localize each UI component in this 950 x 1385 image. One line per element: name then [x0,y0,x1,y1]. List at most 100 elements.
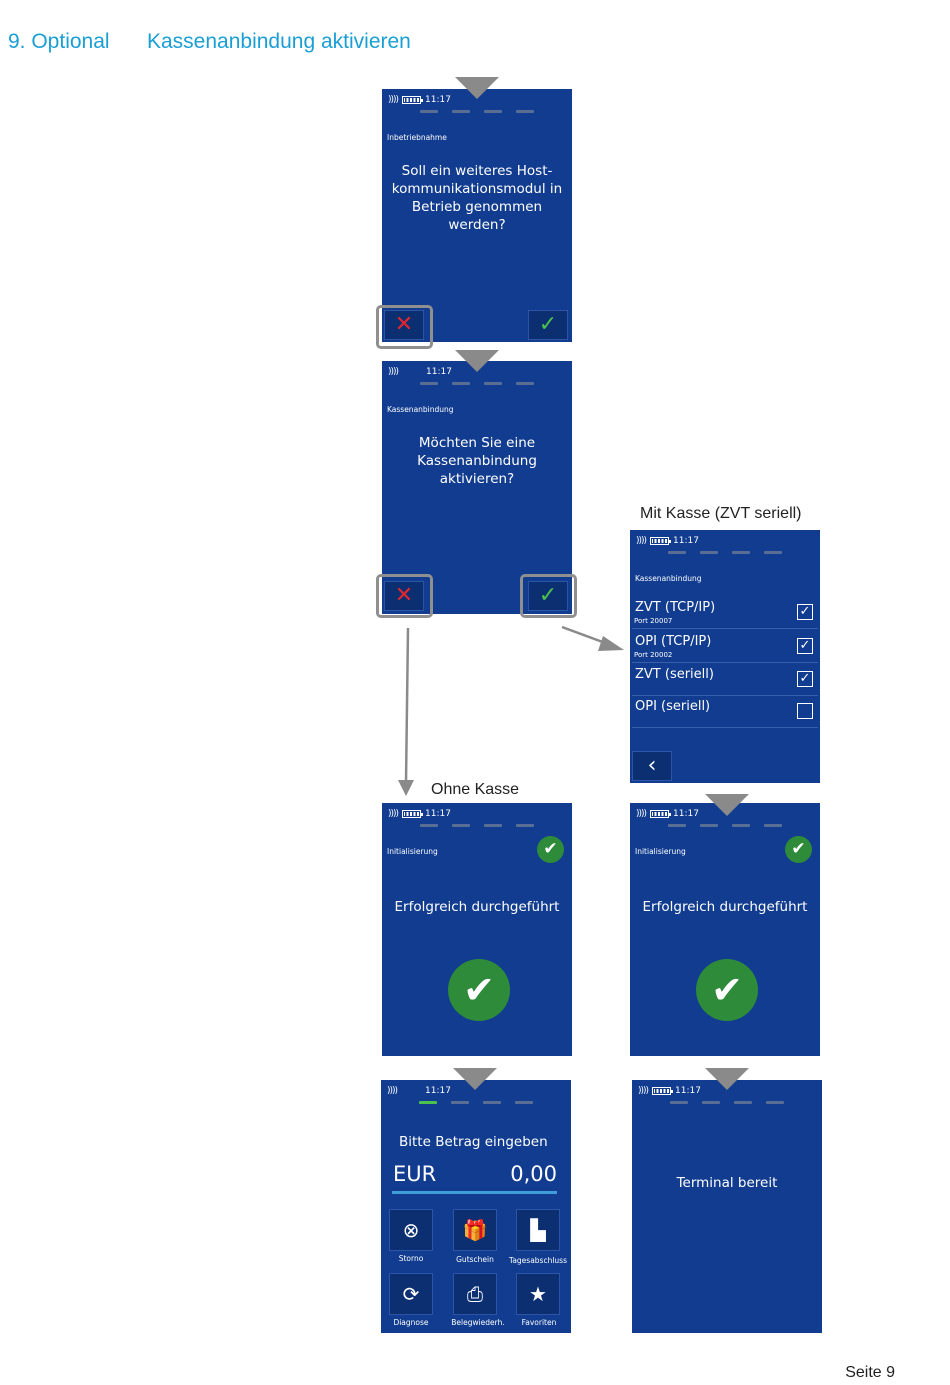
option-checkbox[interactable] [797,703,813,719]
status-bar: )))) 11:17 [387,1086,451,1096]
flow-arrow-down [705,1068,749,1090]
option-checkbox[interactable]: ✓ [797,671,813,687]
progress-dots [420,382,534,385]
contactless-icon: )))) [388,809,399,819]
confirm-button[interactable]: ✓ [528,310,568,340]
screen-host-question: )))) 11:17 Inbetriebnahme Soll ein weite… [382,89,572,342]
flow-arrow-down [455,350,499,372]
battery-icon [652,1087,674,1095]
option-checkbox[interactable]: ✓ [797,604,813,620]
currency-label: EUR [393,1162,437,1186]
close-icon: ✕ [394,583,414,608]
flow-arrow-down [453,1068,497,1090]
option-zvt-seriell[interactable]: ZVT (seriell) ✓ [632,663,818,696]
screen-init-left: )))) 11:17 Initialisierung ✔ Erfolgreich… [382,803,572,1056]
success-message: Erfolgreich durchgeführt [642,899,808,915]
tile-belegwiederholung[interactable]: ⎙ [453,1273,497,1315]
status-bar: )))) 11:17 [388,95,451,105]
tile-storno[interactable]: ⊗ [389,1209,433,1251]
amount-prompt: Bitte Betrag eingeben [399,1134,548,1150]
screen-terminal-ready: )))) 11:17 Terminal bereit [632,1080,822,1333]
flow-arrowhead [598,636,624,651]
screen-label: Initialisierung [387,847,438,856]
contactless-icon: )))) [388,95,399,105]
printer-icon: ⎙ [467,1282,483,1306]
success-big-check-icon: ✔ [448,959,510,1021]
contactless-icon: )))) [636,536,647,546]
star-icon: ★ [529,1282,547,1306]
cancel-button[interactable]: ✕ [384,581,424,611]
tile-label: Gutschein [456,1255,494,1264]
confirm-button[interactable]: ✓ [528,581,568,611]
tile-favoriten[interactable]: ★ [516,1273,560,1315]
clock: 11:17 [675,1086,701,1096]
tile-diagnose[interactable]: ⟳ [389,1273,433,1315]
screen-kasse-question: )))) 11:17 Kassenanbindung Möchten Sie e… [382,361,572,614]
amount-field[interactable]: EUR 0,00 [393,1162,557,1186]
option-title: ZVT (TCP/IP) [635,600,716,615]
section-heading: 9. Optional Kassenanbindung aktivieren [8,30,411,54]
cash-register-icon: ▙ [530,1218,546,1242]
clock: 11:17 [426,367,452,377]
success-check-icon: ✔ [537,836,564,863]
gift-icon: 🎁 [462,1218,488,1242]
page-number: Seite 9 [845,1364,895,1381]
battery-icon [402,810,424,818]
screen-kasse-options: )))) 11:17 Kassenanbindung ZVT (TCP/IP) … [630,530,820,783]
amount-underline [392,1191,557,1194]
battery-icon [650,810,672,818]
section-number: 9. Optional [8,30,110,53]
status-bar: )))) 11:17 [636,536,699,546]
progress-dots [668,551,782,554]
question-text: Möchten Sie eine Kassenanbindung aktivie… [417,435,537,487]
tile-gutschein[interactable]: 🎁 [453,1209,497,1251]
flow-line-right [561,625,609,646]
status-bar: )))) 11:17 [638,1086,701,1096]
tile-tagesabschluss[interactable]: ▙ [516,1209,560,1251]
status-bar: )))) 11:17 [636,809,699,819]
cancel-button[interactable]: ✕ [384,310,424,340]
tile-label: Tagesabschluss [508,1256,567,1265]
highlight-frame [520,574,577,618]
progress-dots [420,110,534,113]
amount-value: 0,00 [510,1162,557,1186]
cancel-circle-icon: ⊗ [402,1218,420,1242]
success-message: Erfolgreich durchgeführt [394,899,560,915]
tile-label: Favoriten [521,1318,557,1327]
option-title: ZVT (seriell) [635,667,714,682]
flow-arrowhead [398,780,414,796]
success-big-check-icon: ✔ [696,959,758,1021]
refresh-icon: ⟳ [402,1282,420,1306]
clock: 11:17 [425,809,451,819]
screen-label: Initialisierung [635,847,686,856]
option-title: OPI (TCP/IP) [635,634,712,649]
progress-dots [419,1101,533,1104]
highlight-frame [376,574,433,618]
tile-label: Storno [398,1254,424,1263]
contactless-icon: )))) [387,1086,398,1096]
caption-ohne-kasse: Ohne Kasse [431,781,520,798]
clock: 11:17 [425,95,451,105]
section-title: Kassenanbindung aktivieren [147,30,411,53]
progress-dots [668,824,782,827]
option-zvt-tcp[interactable]: ZVT (TCP/IP) Port 20007 ✓ [632,596,818,629]
screen-label: Kassenanbindung [635,574,702,583]
check-icon: ✓ [538,583,558,608]
option-port: Port 20002 [634,651,673,659]
option-checkbox[interactable]: ✓ [797,638,813,654]
back-button[interactable]: ‹ [632,751,672,781]
contactless-icon: )))) [388,367,399,377]
tile-label: Diagnose [393,1318,429,1327]
status-bar: )))) 11:17 [388,367,452,377]
caption-mit-kasse: Mit Kasse (ZVT seriell) [640,505,802,522]
option-title: OPI (seriell) [635,699,711,714]
option-opi-tcp[interactable]: OPI (TCP/IP) Port 20002 ✓ [632,630,818,663]
screen-amount-entry: )))) 11:17 Bitte Betrag eingeben EUR 0,0… [381,1080,571,1333]
option-opi-seriell[interactable]: OPI (seriell) [632,695,818,728]
tile-label: Belegwiederh. [451,1318,505,1327]
flow-arrow-down [705,794,749,816]
battery-icon [402,96,424,104]
screen-label: Kassenanbindung [387,405,454,414]
ready-message: Terminal bereit [676,1175,778,1191]
battery-icon [650,537,672,545]
